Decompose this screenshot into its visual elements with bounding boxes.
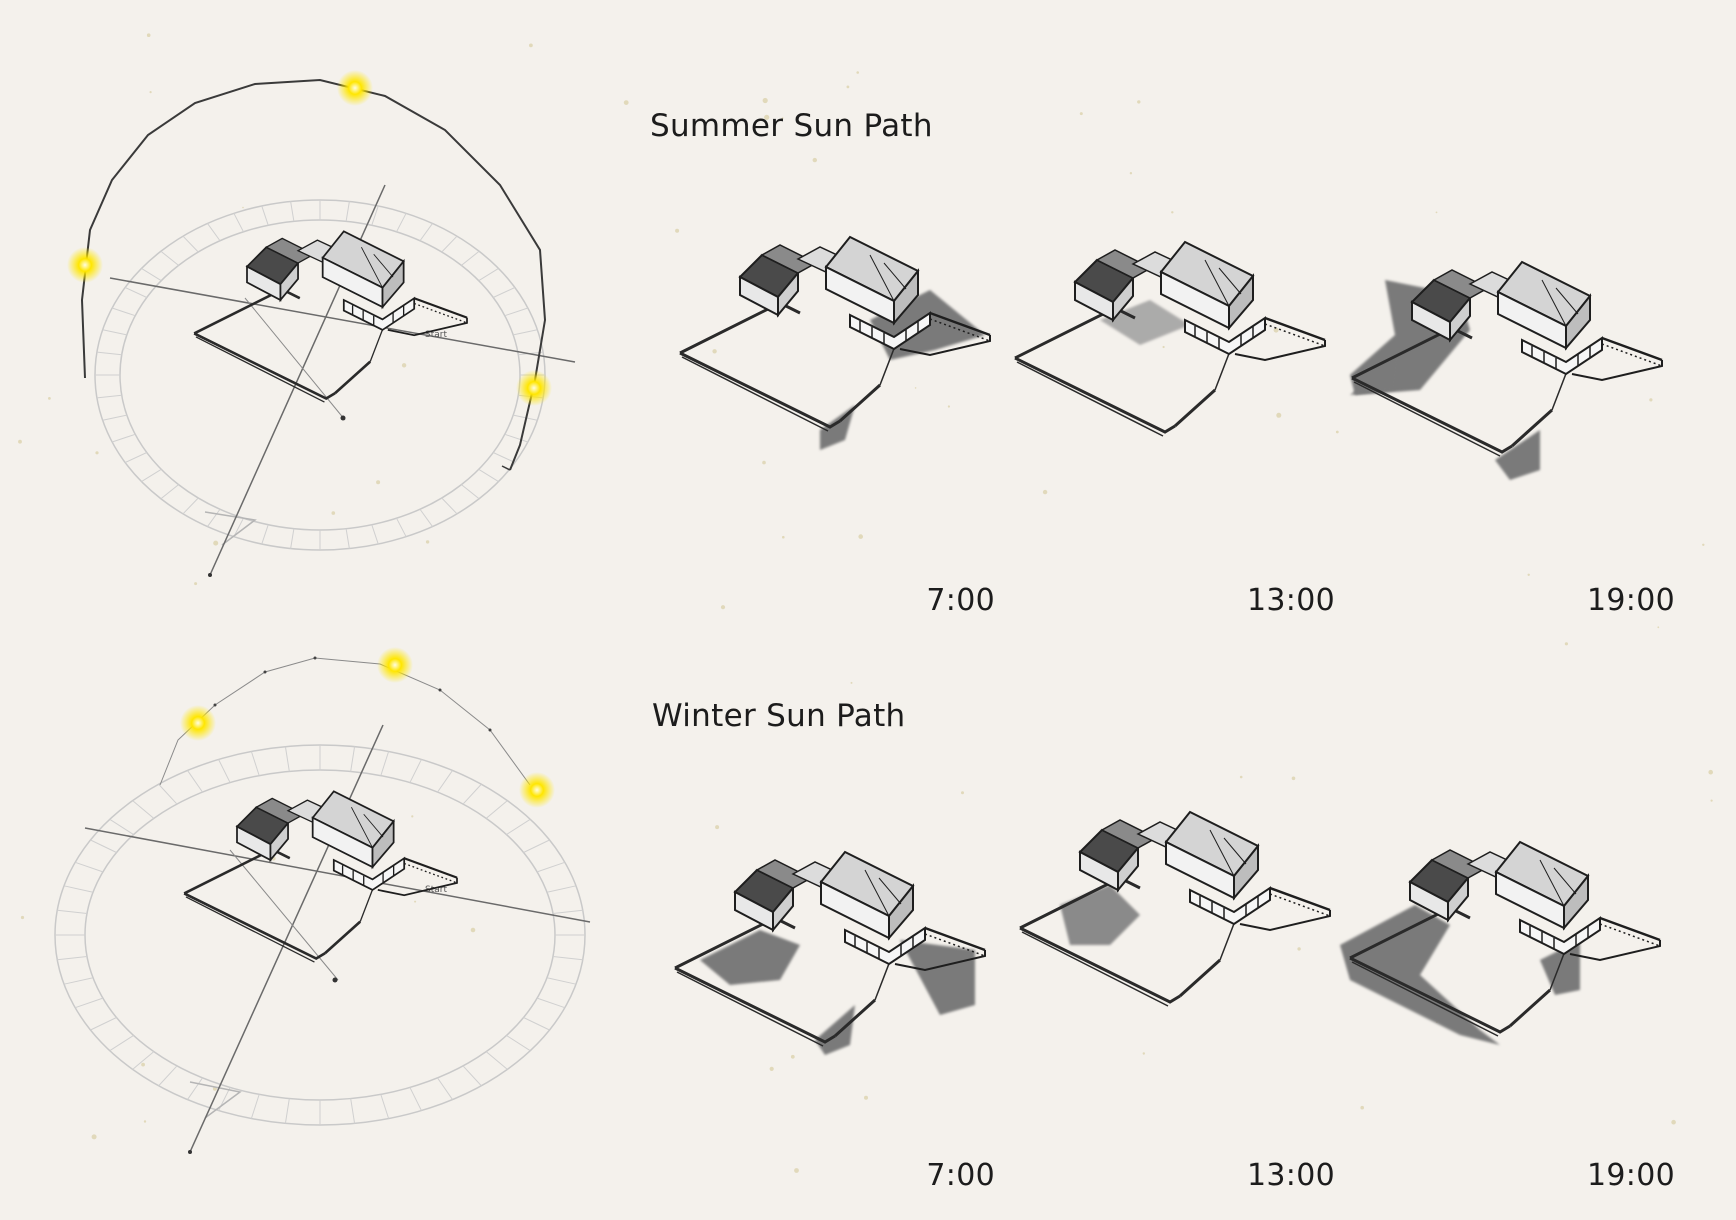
shadow-model-summer-1900 xyxy=(1350,260,1664,480)
shadow-model-winter-1300 xyxy=(1018,810,1332,1008)
svg-text:Start: Start xyxy=(425,330,447,340)
sun-icon xyxy=(67,247,103,283)
winter-sun-path-dome: Start xyxy=(54,647,591,1154)
summer-shadow-studies xyxy=(678,235,1664,480)
svg-text:Start: Start xyxy=(425,885,447,895)
shadow-model-winter-1900 xyxy=(1340,840,1662,1045)
winter-time-label: 13:00 xyxy=(1247,1158,1335,1193)
summer-time-label: 19:00 xyxy=(1587,583,1675,618)
sun-icon xyxy=(516,370,552,406)
winter-time-label: 7:00 xyxy=(926,1158,995,1193)
winter-section-title: Winter Sun Path xyxy=(652,698,906,734)
summer-time-label: 13:00 xyxy=(1247,583,1335,618)
shadow-model-summer-1300 xyxy=(1013,240,1327,438)
sun-icon xyxy=(519,772,555,808)
winter-time-label: 19:00 xyxy=(1587,1158,1675,1193)
sun-icon xyxy=(377,647,413,683)
summer-time-label: 7:00 xyxy=(926,583,995,618)
shadow-model-winter-0700 xyxy=(673,850,987,1055)
paper-texture xyxy=(18,33,1713,1173)
winter-shadow-studies xyxy=(673,810,1662,1055)
summer-section-title: Summer Sun Path xyxy=(650,108,933,144)
shadow-model-summer-0700 xyxy=(678,235,992,450)
sun-icon xyxy=(337,70,373,106)
sun-icon xyxy=(180,705,216,741)
summer-sun-path-dome: Start xyxy=(67,70,576,577)
